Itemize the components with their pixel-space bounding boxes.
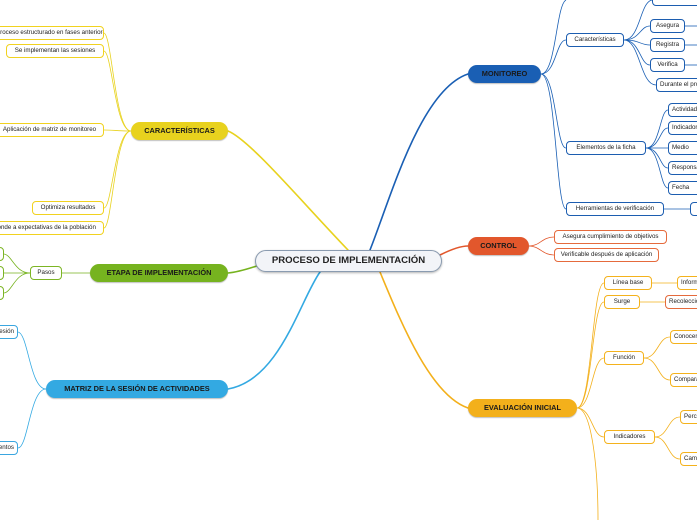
matriz-item-tratamientos[interactable]: Tratamientos <box>0 441 18 455</box>
evaluacion-indicadores[interactable]: Indicadores <box>604 430 655 444</box>
evaluacion-funcion[interactable]: Función <box>604 351 644 365</box>
monitoreo-caracteristicas[interactable]: Características <box>566 33 624 47</box>
evaluacion-linea-base[interactable]: Línea base <box>604 276 652 290</box>
monitoreo-top-hidden[interactable] <box>652 0 697 6</box>
monitoreo-indicadores[interactable]: Indicadores <box>668 121 697 135</box>
monitoreo-registra[interactable]: Registra <box>650 38 685 52</box>
caracteristicas-item-responde[interactable]: Responde a expectativas de la población <box>0 221 104 235</box>
connector-etapa <box>227 264 261 274</box>
monitoreo-actividades[interactable]: Actividades <box>668 103 697 117</box>
monitoreo-medio[interactable]: Medio <box>668 141 697 155</box>
control-asegura[interactable]: Asegura cumplimiento de objetivos <box>554 230 667 244</box>
monitoreo-node[interactable]: MONITOREO <box>468 65 541 83</box>
etapa-paso-2[interactable] <box>0 266 4 280</box>
connector-control <box>439 245 469 256</box>
monitoreo-elementos[interactable]: Elementos de la ficha <box>566 141 646 155</box>
monitoreo-verifica[interactable]: Verifica <box>650 58 685 72</box>
connector-evaluacion <box>379 271 469 409</box>
etapa-paso-1[interactable] <box>0 247 4 261</box>
evaluacion-comparar[interactable]: Comparar <box>670 373 697 387</box>
caracteristicas-item-sesiones[interactable]: Se implementan las sesiones <box>6 44 104 58</box>
caracteristicas-node[interactable]: CARACTERÍSTICAS <box>131 122 228 140</box>
etapa-paso-3[interactable] <box>0 286 4 300</box>
evaluacion-informacion[interactable]: Información <box>677 276 697 290</box>
evaluacion-recoleccion[interactable]: Recolección <box>665 295 697 309</box>
root-node[interactable]: PROCESO DE IMPLEMENTACIÓN <box>255 250 442 272</box>
monitoreo-herramientas[interactable]: Herramientas de verificación <box>566 202 664 216</box>
control-node[interactable]: CONTROL <box>468 237 529 255</box>
caracteristicas-item-matriz[interactable]: Aplicación de matriz de monitoreo <box>0 123 104 137</box>
etapa-node[interactable]: ETAPA DE IMPLEMENTACIÓN <box>90 264 228 282</box>
monitoreo-fecha[interactable]: Fecha <box>668 181 697 195</box>
evaluacion-percepcion[interactable]: Percepción <box>680 410 697 424</box>
etapa-pasos[interactable]: Pasos <box>30 266 62 280</box>
caracteristicas-item-proceso[interactable]: Proceso estructurado en fases anteriores <box>0 26 104 40</box>
connector-matriz <box>227 271 321 390</box>
evaluacion-surge[interactable]: Surge <box>604 295 640 309</box>
evaluacion-conocer[interactable]: Conocer <box>670 330 697 344</box>
matriz-node[interactable]: MATRIZ DE LA SESIÓN DE ACTIVIDADES <box>46 380 228 398</box>
connector-monitoreo <box>369 73 469 251</box>
monitoreo-herramientas-child[interactable] <box>690 202 697 216</box>
monitoreo-responsable[interactable]: Responsable <box>668 161 697 175</box>
connector-caracteristicas <box>227 130 349 251</box>
monitoreo-durante[interactable]: Durante el proceso <box>656 78 697 92</box>
matriz-item-sesion[interactable]: Sesión <box>0 325 18 339</box>
caracteristicas-item-optimiza[interactable]: Optimiza resultados <box>32 201 104 215</box>
monitoreo-asegura[interactable]: Asegura <box>650 19 685 33</box>
evaluacion-cambios[interactable]: Cambios <box>680 452 697 466</box>
control-verificable[interactable]: Verificable después de aplicación <box>554 248 659 262</box>
evaluacion-node[interactable]: EVALUACIÓN INICIAL <box>468 399 577 417</box>
